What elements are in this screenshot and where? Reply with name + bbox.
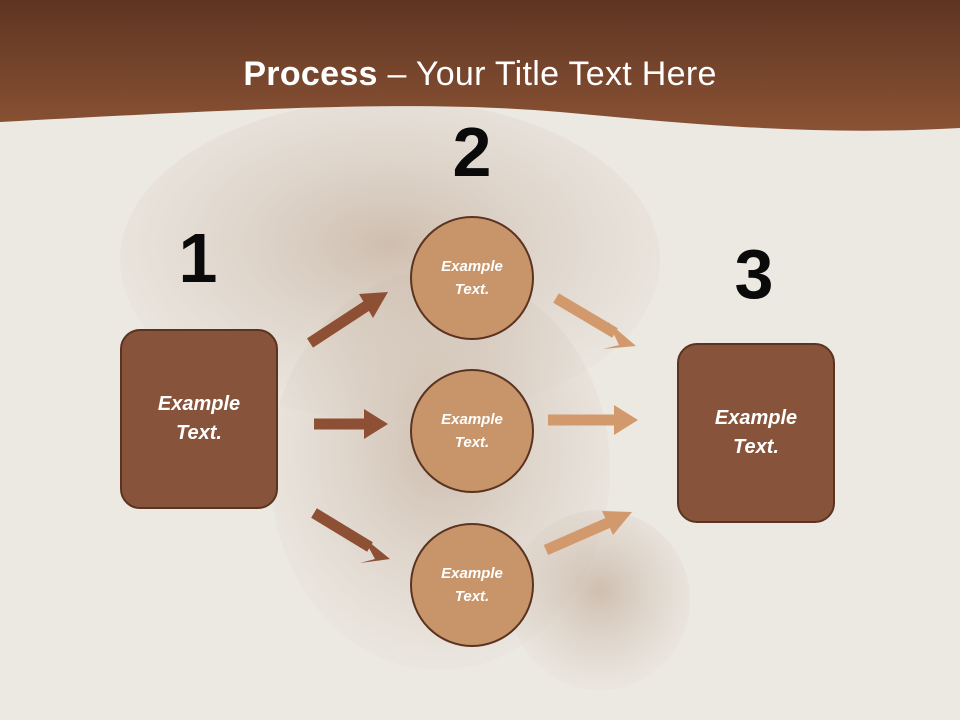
tobacco-texture-tail: [510, 510, 690, 690]
step-number-2: 2: [452, 113, 492, 191]
circle-top-line1: Example: [441, 258, 503, 275]
header-band: [0, 0, 960, 131]
left-box-line1: Example: [157, 393, 241, 415]
circle-middle-line2: Text.: [454, 434, 490, 451]
arrow-to-top-circle: [306, 292, 388, 348]
circle-bottom-line2: Text.: [454, 588, 490, 605]
arrow-from-bottom-circle: [543, 511, 632, 556]
circle-top-line2: Text.: [454, 281, 490, 298]
slide-title: Process – Your Title Text Here: [0, 52, 960, 96]
arrow-to-bottom-circle: [311, 508, 390, 563]
left-box-line2: Text.: [176, 422, 222, 444]
circle-middle-line1: Example: [441, 411, 503, 428]
step-number-1: 1: [178, 219, 218, 297]
step-number-3: 3: [734, 235, 774, 313]
title-bold: Process: [243, 55, 378, 93]
title-rest: – Your Title Text Here: [377, 55, 717, 93]
arrow-from-middle-circle: [548, 405, 638, 435]
arrow-to-middle-circle: [314, 409, 388, 439]
arrow-from-top-circle: [553, 293, 636, 349]
circle-bottom-line1: Example: [441, 565, 503, 582]
right-box-line1: Example: [714, 407, 798, 429]
right-box-line2: Text.: [733, 436, 779, 458]
